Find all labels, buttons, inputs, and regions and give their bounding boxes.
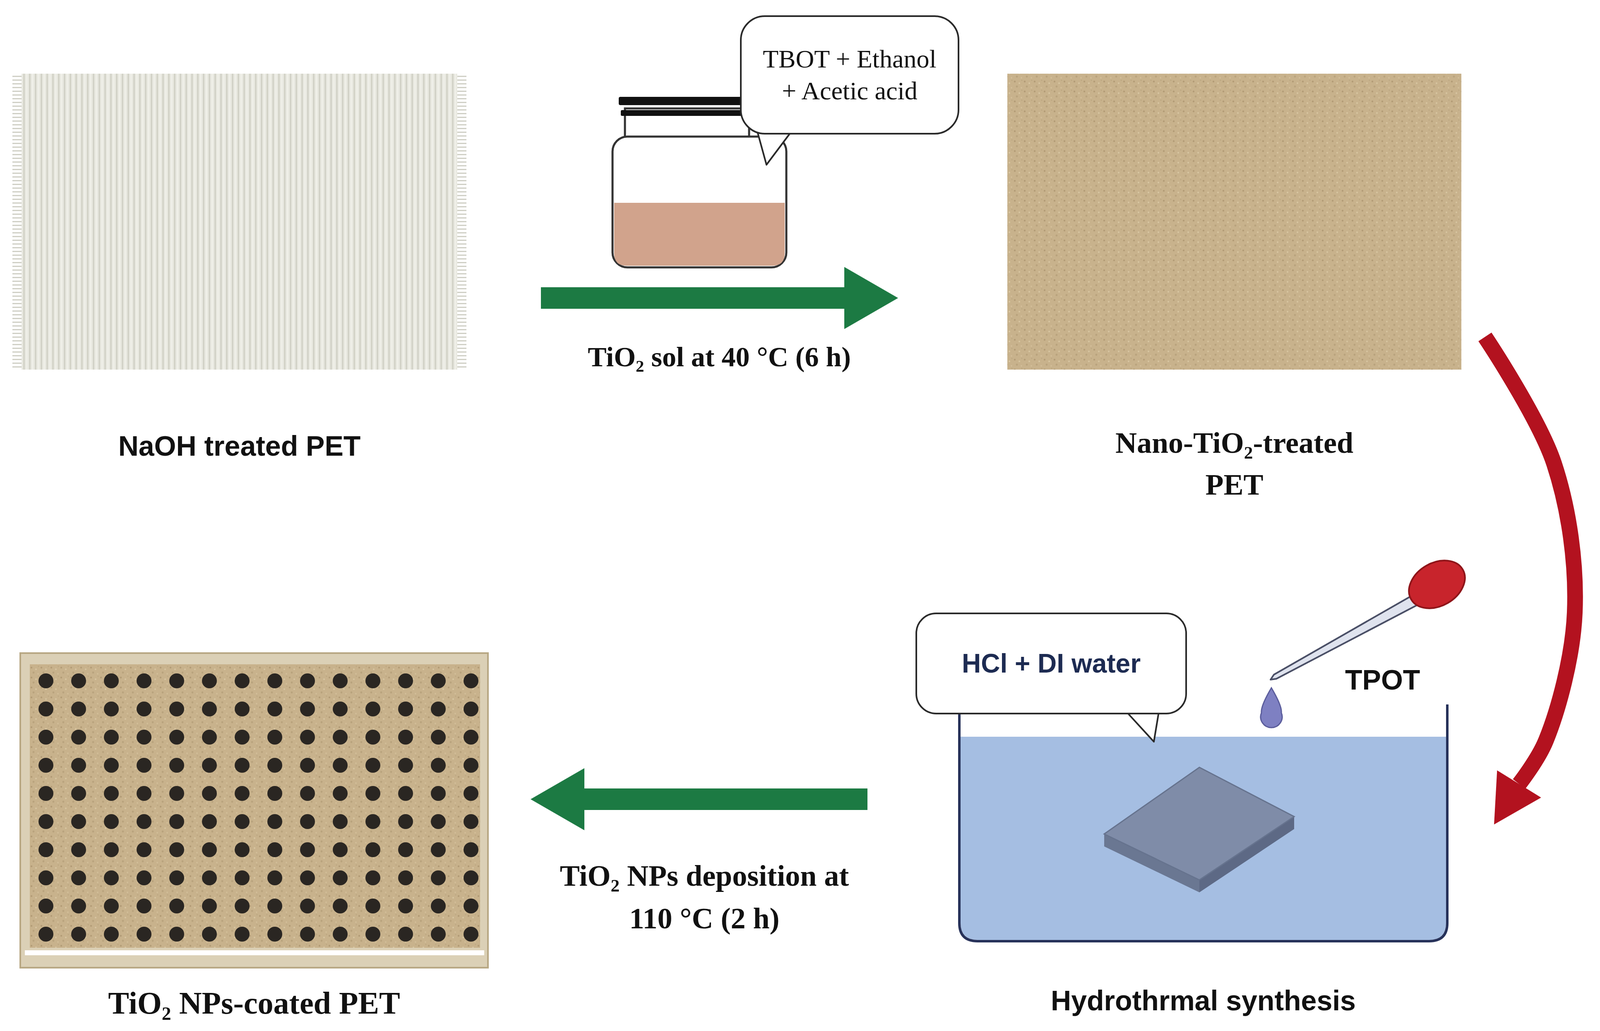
fabric-piece [1104,767,1295,880]
pipette-bulb [1400,550,1474,618]
beaker [959,704,1448,942]
sol-liquid [614,202,785,266]
fabric-sample: Nano-TiO₂-treated PET [1007,73,1462,506]
step-label: TiO₂ NPs deposition at 110 °C (2 h) [547,854,862,940]
process-arrow [1484,336,1576,825]
fabric-sample: NaOH treated PET [12,73,467,462]
callout-tail [757,131,792,165]
process-arrow [540,266,899,330]
plain-fabric [12,73,467,370]
callout-bubble: TBOT + Ethanol + Acetic acid [739,15,960,135]
arrow-head [1494,770,1542,825]
nanoparticle-dots [29,664,481,948]
bath-liquid [960,736,1447,940]
fabric-surface [29,664,481,948]
arrow-head [844,266,899,330]
process-vessel: Hydrothrmal synthesis [959,704,1448,1017]
reagent-label: TPOT [1345,663,1420,696]
arrow-shaft [584,788,868,810]
node-label: TiO₂ NPs-coated PET [20,984,488,1022]
arrow-shaft [1484,336,1576,784]
coated-fabric [20,653,488,968]
treated-fabric [1007,73,1462,370]
process-arrow [530,768,868,831]
callout-bubble: HCl + DI water [915,612,1187,715]
callout-tail [1126,711,1159,742]
arrow-head [530,768,585,831]
pipette [1260,550,1474,728]
fabric-sample: TiO₂ NPs-coated PET [20,653,488,1022]
fabric-weave [21,73,458,370]
fabric-frame [20,653,488,968]
node-label: Hydrothrmal synthesis [959,984,1448,1017]
arrow-shaft [540,287,845,309]
node-label: NaOH treated PET [12,429,467,462]
node-label: Nano-TiO₂-treated PET [1093,422,1376,506]
fabric-fringe [12,73,22,370]
step-label: TiO₂ sol at 40 °C (6 h) [512,340,927,375]
jar-lid [618,96,756,106]
jar-body [612,136,787,268]
callout-text: HCl + DI water [927,647,1176,680]
fabric-edge [24,950,485,956]
beaker-wall [959,704,1448,942]
jar-lid [620,110,754,116]
fabric-fringe [457,73,467,370]
callout-text: TBOT + Ethanol + Acetic acid [752,43,947,108]
droplet [1260,687,1283,728]
